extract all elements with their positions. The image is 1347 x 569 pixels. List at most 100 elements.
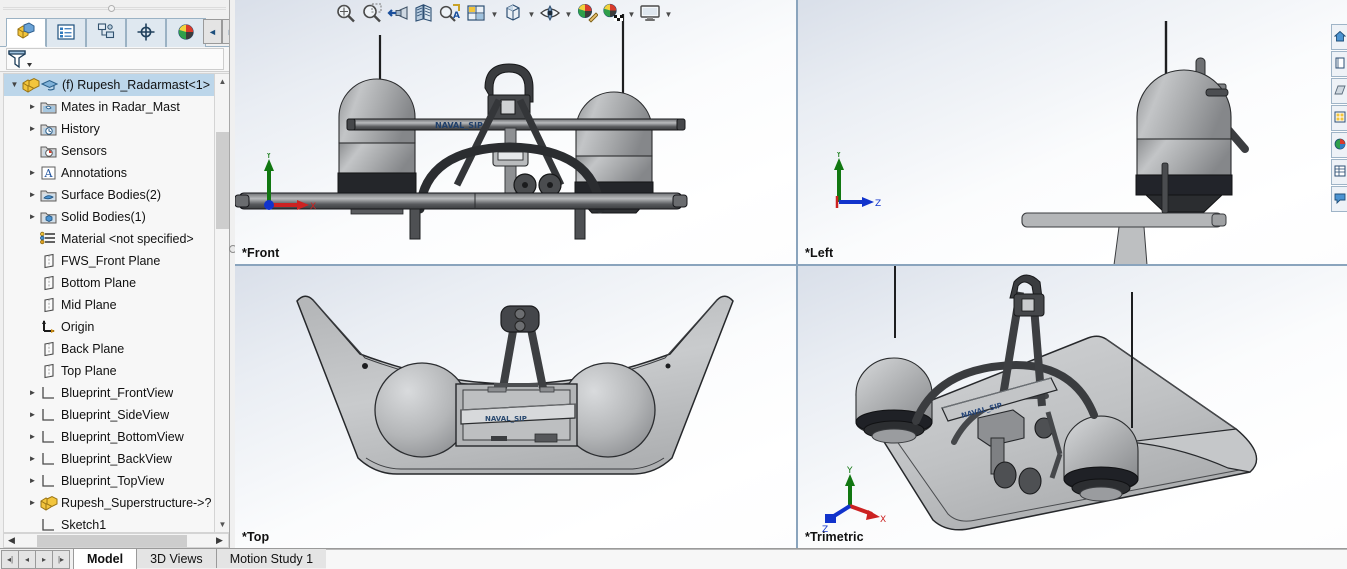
feature-tree-item[interactable]: ►History	[4, 118, 214, 140]
view-orientation-button[interactable]: A	[437, 2, 463, 26]
scroll-left-button[interactable]: ◀	[8, 535, 15, 545]
tab-model[interactable]: Model	[73, 548, 138, 569]
panel-top-splitter[interactable]	[0, 0, 232, 17]
plane-icon	[39, 340, 58, 358]
feature-tree-item[interactable]: Mid Plane	[4, 294, 214, 316]
property-list-icon	[57, 23, 75, 43]
tab-scroll-left-button[interactable]: ◄	[203, 19, 222, 44]
viewport-layout-button[interactable]	[463, 2, 489, 26]
apply-scene-caret[interactable]: ▼	[627, 9, 636, 19]
section-view-button[interactable]	[411, 2, 437, 26]
previous-view-button[interactable]	[385, 2, 411, 26]
last-tab-button[interactable]: |▸	[52, 550, 70, 569]
expander-toggle-icon[interactable]: ►	[28, 410, 37, 419]
display-manager-tab[interactable]	[166, 18, 206, 47]
feature-tree-item[interactable]: ►Blueprint_SideView	[4, 404, 214, 426]
viewport-divider-horizontal[interactable]	[235, 264, 1347, 266]
viewport-trimetric[interactable]: NAVAL_SIP Y	[798, 266, 1347, 548]
feature-tree-item[interactable]: FWS_Front Plane	[4, 250, 214, 272]
feature-tree-item[interactable]: ►Surface Bodies(2)	[4, 184, 214, 206]
first-tab-button[interactable]: ◂|	[1, 550, 19, 569]
scroll-right-button[interactable]: ▶	[216, 535, 223, 545]
svg-text:Z: Z	[875, 199, 881, 209]
taskpane-tab-design-library[interactable]	[1331, 51, 1347, 77]
view-palette-icon	[1334, 111, 1346, 126]
taskpane-tab-view-palette[interactable]	[1331, 105, 1347, 131]
feature-tree-item[interactable]: Sensors	[4, 140, 214, 162]
display-style-caret[interactable]: ▼	[527, 9, 536, 19]
hide-show-items-button[interactable]	[537, 2, 563, 26]
feature-tree-item[interactable]: ► Solid Bodies(1)	[4, 206, 214, 228]
previous-tab-button[interactable]: ◂	[18, 550, 36, 569]
feature-tree-item[interactable]: ►Blueprint_BackView	[4, 448, 214, 470]
scroll-down-button[interactable]: ▼	[215, 517, 230, 532]
apply-scene-button[interactable]	[600, 2, 626, 26]
feature-tree-item[interactable]: ►Mates in Radar_Mast	[4, 96, 214, 118]
hide-show-items-caret[interactable]: ▼	[564, 9, 573, 19]
scrollbar-thumb[interactable]	[216, 132, 229, 229]
feature-tree-item[interactable]: ▼(f) Rupesh_Radarmast<1>	[4, 74, 214, 96]
expander-toggle-icon[interactable]: ►	[28, 212, 37, 221]
assembly-icon	[21, 76, 40, 94]
feature-tree-item-label: Solid Bodies(1)	[61, 210, 146, 224]
taskpane-tab-solidworks-forum[interactable]	[1331, 186, 1347, 212]
viewport-divider-vertical[interactable]	[796, 0, 798, 548]
expander-toggle-icon[interactable]: ►	[28, 498, 37, 507]
taskpane-tab-custom-properties[interactable]	[1331, 159, 1347, 185]
feature-tree-horizontal-scrollbar[interactable]: ◀ ▶	[3, 533, 229, 548]
taskpane-tab-appearances-scenes[interactable]	[1331, 132, 1347, 158]
tab-nav-buttons: ◂| ◂ ▸ |▸	[0, 550, 70, 569]
viewport-layout-caret[interactable]: ▼	[490, 9, 499, 19]
expander-toggle-icon[interactable]: ►	[28, 190, 37, 199]
expander-toggle-icon[interactable]: ►	[28, 124, 37, 133]
expander-toggle-icon[interactable]: ►	[28, 102, 37, 111]
assembly-icon	[39, 494, 58, 512]
zoom-to-area-button[interactable]	[359, 2, 385, 26]
expander-toggle-icon[interactable]: ►	[28, 168, 37, 177]
expander-toggle-icon[interactable]: ►	[28, 476, 37, 485]
feature-tree-item[interactable]: Origin	[4, 316, 214, 338]
expander-toggle-icon[interactable]: ►	[28, 388, 37, 397]
graphics-area[interactable]: NAVAL_SIP	[235, 0, 1347, 548]
feature-tree-item[interactable]: ►Blueprint_BottomView	[4, 426, 214, 448]
tab-3d-views[interactable]: 3D Views	[136, 548, 217, 568]
feature-tree-item-label: Annotations	[61, 166, 128, 180]
feature-tree[interactable]: ▼(f) Rupesh_Radarmast<1>►Mates in Radar_…	[3, 73, 215, 533]
edit-appearance-button[interactable]	[574, 2, 600, 26]
scroll-up-button[interactable]: ▲	[215, 74, 230, 89]
view-settings-button[interactable]	[637, 2, 663, 26]
feature-tree-item[interactable]: Bottom Plane	[4, 272, 214, 294]
zoom-to-fit-button[interactable]	[333, 2, 359, 26]
viewport-left[interactable]: Y Z *Left	[798, 0, 1347, 264]
dimxpert-manager-tab[interactable]	[126, 18, 166, 47]
view-settings-caret[interactable]: ▼	[664, 9, 673, 19]
splitter-knob[interactable]	[108, 5, 115, 12]
next-tab-button[interactable]: ▸	[35, 550, 53, 569]
expander-toggle-icon[interactable]: ►	[28, 432, 37, 441]
feature-tree-item-label: Blueprint_TopView	[61, 474, 165, 488]
feature-tree-item[interactable]: ►Rupesh_Superstructure->?	[4, 492, 214, 514]
hscrollbar-thumb[interactable]	[37, 535, 187, 547]
feature-tree-tab[interactable]	[6, 18, 46, 47]
tab-motion-study-1[interactable]: Motion Study 1	[215, 548, 328, 568]
display-style-button[interactable]	[500, 2, 526, 26]
expander-toggle-icon[interactable]: ►	[28, 454, 37, 463]
configuration-manager-tab[interactable]	[86, 18, 126, 47]
viewport-top[interactable]: NAVAL_SIP X Z	[235, 266, 796, 548]
feature-tree-item[interactable]: ► Blueprint_TopView	[4, 470, 214, 492]
feature-tree-item[interactable]: ►Blueprint_FrontView	[4, 382, 214, 404]
feature-tree-item[interactable]: Back Plane	[4, 338, 214, 360]
sketch-icon	[39, 384, 58, 402]
taskpane-tab-solidworks-resources[interactable]	[1331, 24, 1347, 50]
filter-input-box[interactable]	[6, 48, 224, 70]
viewport-front[interactable]: NAVAL_SIP	[235, 0, 796, 264]
feature-tree-item[interactable]: Sketch1	[4, 514, 214, 532]
taskpane-tab-file-explorer[interactable]	[1331, 78, 1347, 104]
property-manager-tab[interactable]	[46, 18, 86, 47]
expander-toggle-icon[interactable]: ▼	[10, 80, 19, 89]
design-library-icon	[1334, 57, 1346, 72]
feature-tree-item[interactable]: Top Plane	[4, 360, 214, 382]
feature-tree-item[interactable]: Material <not specified>	[4, 228, 214, 250]
filter-funnel-icon[interactable]	[7, 49, 33, 73]
